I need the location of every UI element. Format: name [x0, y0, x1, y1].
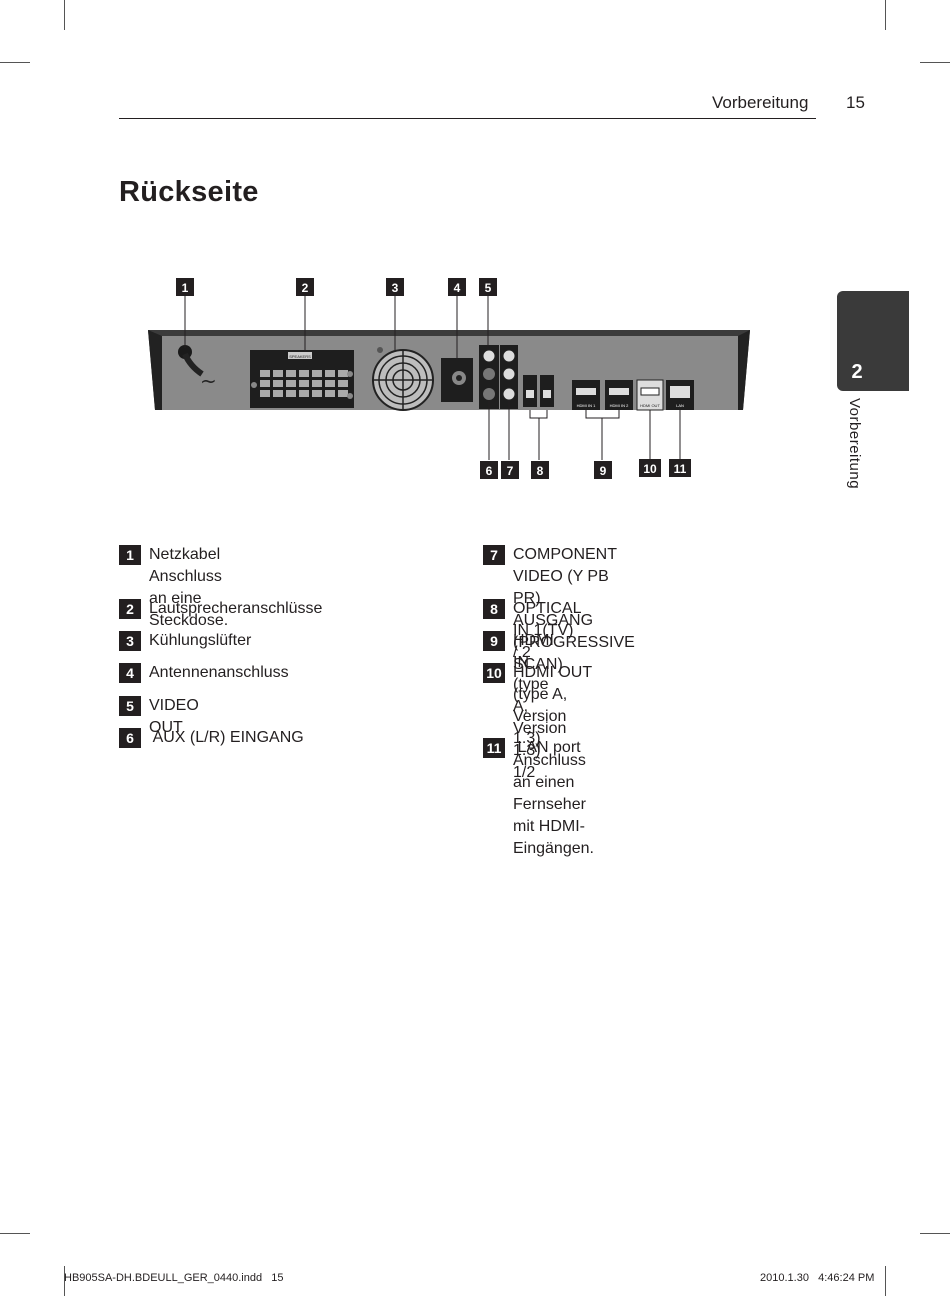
- footer-timestamp: 2010.1.30 4:46:24 PM: [760, 1272, 875, 1284]
- page-title: Rückseite: [119, 176, 259, 208]
- svg-text:8: 8: [537, 464, 544, 478]
- svg-text:HDMI IN 2: HDMI IN 2: [610, 403, 629, 408]
- crop-mark: [920, 1233, 950, 1234]
- legend-number: 1: [119, 545, 141, 565]
- legend-item-10: 10 HDMI OUT (type A, Version 1.3) Anschl…: [483, 662, 594, 860]
- callout-top-3: 3: [386, 278, 404, 296]
- callout-top-5: 5: [479, 278, 497, 296]
- header-rule: [119, 118, 816, 119]
- legend-text: Netzkabel: [149, 546, 221, 563]
- chapter-tab-label: Vorbereitung: [846, 398, 863, 490]
- callout-bottom-9: 9: [594, 461, 612, 479]
- hdmi-ports: HDMI IN 1 HDMI IN 2 HDMI OUT: [572, 379, 664, 411]
- legend-text: Eingängen.: [513, 840, 594, 857]
- chapter-tab-number: 2: [851, 361, 863, 383]
- svg-text:3: 3: [392, 281, 399, 295]
- legend-number: 2: [119, 599, 141, 619]
- legend-number: 9: [483, 631, 505, 651]
- legend-item-4: 4 Antennenanschluss: [119, 662, 289, 684]
- legend-text: Anschluss an einen Fernseher mit HDMI-: [513, 752, 586, 835]
- callout-top-1: 1: [176, 278, 194, 296]
- legend-number: 5: [119, 696, 141, 716]
- callout-bottom-10: 10: [639, 459, 661, 477]
- legend-text: OPTICAL IN 1(TV) / 2: [513, 600, 581, 661]
- legend-item-11: 11 LAN port: [483, 737, 581, 759]
- callout-bottom-8: 8: [531, 461, 549, 479]
- crop-mark: [885, 1266, 886, 1296]
- callout-bottom-6: 6: [480, 461, 498, 479]
- svg-text:9: 9: [600, 464, 607, 478]
- legend-text: COMPONENT VIDEO (Y PB PR): [513, 546, 617, 607]
- legend-item-2: 2 Lautsprecheranschlüsse: [119, 598, 322, 620]
- svg-text:5: 5: [485, 281, 492, 295]
- legend-number: 11: [483, 738, 505, 758]
- footer-file-info: HB905SA-DH.BDEULL_GER_0440.indd 15: [64, 1272, 284, 1284]
- crop-mark: [920, 62, 950, 63]
- legend-item-6: 6 AUX (L/R) EINGANG: [119, 727, 304, 749]
- legend-text: HDMI IN (type A, Version 1.3) 1/2: [513, 632, 567, 781]
- leader-lines-top: [184, 296, 489, 360]
- legend-item-5: 5 VIDEO OUT: [119, 695, 199, 739]
- svg-text:11: 11: [674, 462, 687, 476]
- legend-text: Antennenanschluss: [149, 664, 289, 681]
- crop-mark: [64, 0, 65, 30]
- svg-text:LAN: LAN: [676, 403, 684, 408]
- legend-item-3: 3 Kühlungslüfter: [119, 630, 251, 652]
- running-header-section: Vorbereitung: [712, 93, 809, 112]
- callout-top-2: 2: [296, 278, 314, 296]
- legend-text: Anschluss an eine Steckdose.: [149, 568, 229, 629]
- video-aux-jacks: [479, 345, 518, 409]
- speaker-terminals: SPEAKERS: [250, 350, 354, 408]
- legend-item-1: 1 Netzkabel Anschluss an eine Steckdose.: [119, 544, 228, 632]
- callout-bottom-11: 11: [669, 459, 691, 477]
- legend-text: AUSGANG (PROGRESSIVE SCAN): [513, 612, 635, 673]
- legend-number: 4: [119, 663, 141, 683]
- legend-number: 8: [483, 599, 505, 619]
- legend-text: Lautsprecheranschlüsse: [149, 600, 323, 617]
- svg-text:7: 7: [507, 464, 514, 478]
- svg-text:4: 4: [454, 281, 461, 295]
- rear-panel-diagram: 1 2 3 4 5 ~ SPEAKERS: [148, 278, 750, 479]
- crop-mark: [64, 1266, 65, 1296]
- legend-text: LAN port: [513, 739, 581, 756]
- svg-text:SPEAKERS: SPEAKERS: [289, 354, 311, 359]
- legend-item-7: 7 COMPONENT VIDEO (Y PB PR) AUSGANG (PRO…: [483, 544, 635, 676]
- crop-mark: [0, 62, 30, 63]
- legend-text: AUX (L/R) EINGANG: [149, 729, 304, 746]
- svg-text:HDMI OUT: HDMI OUT: [640, 403, 660, 408]
- cooling-fan: [372, 347, 434, 411]
- callout-bottom-7: 7: [501, 461, 519, 479]
- legend-text: HDMI OUT (type A, Version 1.3): [513, 664, 592, 747]
- legend-text: Kühlungslüfter: [149, 632, 252, 649]
- svg-text:1: 1: [182, 281, 189, 295]
- crop-mark: [885, 0, 886, 30]
- page-number: 15: [846, 93, 865, 112]
- antenna-jack: [441, 358, 473, 402]
- svg-text:2: 2: [302, 281, 309, 295]
- lan-port: LAN: [666, 380, 694, 410]
- optical-inputs: [523, 375, 554, 407]
- chapter-tab: [837, 291, 909, 391]
- legend-number: 3: [119, 631, 141, 651]
- svg-text:HDMI IN 1: HDMI IN 1: [577, 403, 596, 408]
- power-cord: ~: [178, 345, 217, 393]
- svg-text:10: 10: [643, 462, 657, 476]
- callout-top-4: 4: [448, 278, 466, 296]
- leader-lines-bottom: [488, 400, 681, 460]
- legend-text: VIDEO OUT: [149, 697, 199, 736]
- svg-text:~: ~: [200, 369, 217, 393]
- legend-number: 7: [483, 545, 505, 565]
- legend-number: 6: [119, 728, 141, 748]
- legend-item-9: 9 HDMI IN (type A, Version 1.3) 1/2: [483, 630, 566, 784]
- legend-number: 10: [483, 663, 505, 683]
- legend-item-8: 8 OPTICAL IN 1(TV) / 2: [483, 598, 581, 664]
- svg-text:6: 6: [486, 464, 493, 478]
- crop-mark: [0, 1233, 30, 1234]
